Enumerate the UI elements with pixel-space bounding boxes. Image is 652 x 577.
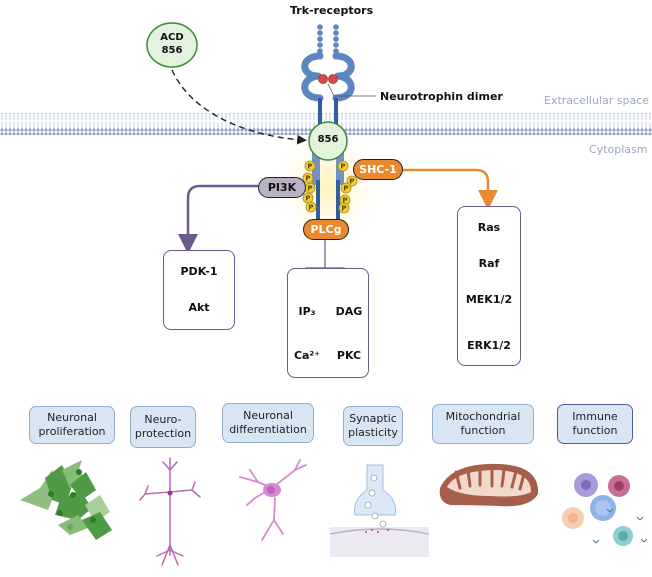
erk-label: ERK1/2 — [467, 339, 511, 352]
acd856-label: ACD 856 — [147, 31, 197, 57]
phosphate-label: P — [343, 185, 348, 193]
trk-receptors-label: Trk-receptors — [290, 4, 374, 17]
pi3k-node: PI3K — [258, 177, 306, 198]
drug-binding-arrow — [171, 69, 307, 145]
neural-progenitor-cells-illustration — [20, 460, 112, 540]
phosphate-label: P — [342, 197, 347, 205]
immune-cells-illustration — [562, 473, 648, 546]
acd856-bound-label: 856 — [317, 134, 339, 145]
phosphate-label: P — [341, 205, 346, 213]
outcome-immune-function: Immune function — [557, 404, 633, 444]
phosphate-label: P — [340, 163, 345, 171]
outcome-synaptic-plasticity: Synaptic plasticity — [343, 406, 403, 446]
outcome-neuronal-proliferation: Neuronal proliferation — [29, 406, 115, 444]
phosphate-groups — [302, 160, 358, 214]
mapk-pathway-box: Ras Raf MEK1/2 ERK1/2 — [457, 206, 521, 366]
pdk1-label: PDK-1 — [180, 265, 218, 278]
shc1-node: SHC-1 — [353, 159, 403, 180]
ras-label: Ras — [477, 221, 501, 234]
pi3k-arrow — [178, 184, 258, 254]
shc1-arrow — [402, 168, 498, 210]
acd856-molecule — [146, 22, 198, 68]
phosphate-label: P — [349, 178, 354, 186]
outcome-neuronal-differentiation: Neuronal differentiation — [222, 403, 314, 443]
activation-glow — [276, 130, 380, 240]
neurotrophin-dimer — [318, 74, 338, 84]
ligand-leader-line — [327, 83, 376, 97]
phosphate-label: P — [305, 195, 310, 203]
extracellular-space-label: Extracellular space — [544, 94, 650, 107]
plcg-pathway-box: IP₃ Ca²⁺ DAG PKC — [287, 268, 369, 378]
acd856-label-line2: 856 — [161, 45, 183, 56]
calcium-label: Ca²⁺ — [293, 349, 321, 362]
mitochondrion-illustration — [439, 463, 539, 507]
ip3-label: IP₃ — [298, 305, 316, 318]
mek-label: MEK1/2 — [465, 293, 513, 306]
cytoplasm-label: Cytoplasm — [589, 143, 648, 156]
phosphate-label: P — [307, 185, 312, 193]
outcome-neuroprotection: Neuro- protection — [130, 406, 196, 448]
phosphate-label: P — [307, 163, 312, 171]
plcg-node: PLCg — [303, 219, 349, 240]
trk-receptor-left — [317, 24, 323, 54]
phosphate-label: P — [308, 204, 313, 212]
acd856-bound — [308, 121, 348, 161]
phosphate-label: P — [305, 175, 310, 183]
pyramidal-neuron-illustration — [139, 457, 201, 566]
trk-receptor-right — [333, 24, 339, 54]
outcome-mitochondrial-function: Mitochondrial function — [432, 404, 534, 444]
pkc-label: PKC — [336, 349, 362, 362]
raf-label: Raf — [478, 257, 500, 270]
acd856-label-line1: ACD — [160, 32, 184, 43]
dag-label: DAG — [335, 305, 363, 318]
akt-label: Akt — [188, 301, 210, 314]
differentiated-neuron-illustration — [239, 459, 307, 541]
pi3k-pathway-box: PDK-1 Akt — [163, 250, 235, 330]
synapse-illustration — [329, 464, 430, 557]
neurotrophin-dimer-label: Neurotrophin dimer — [380, 90, 503, 103]
